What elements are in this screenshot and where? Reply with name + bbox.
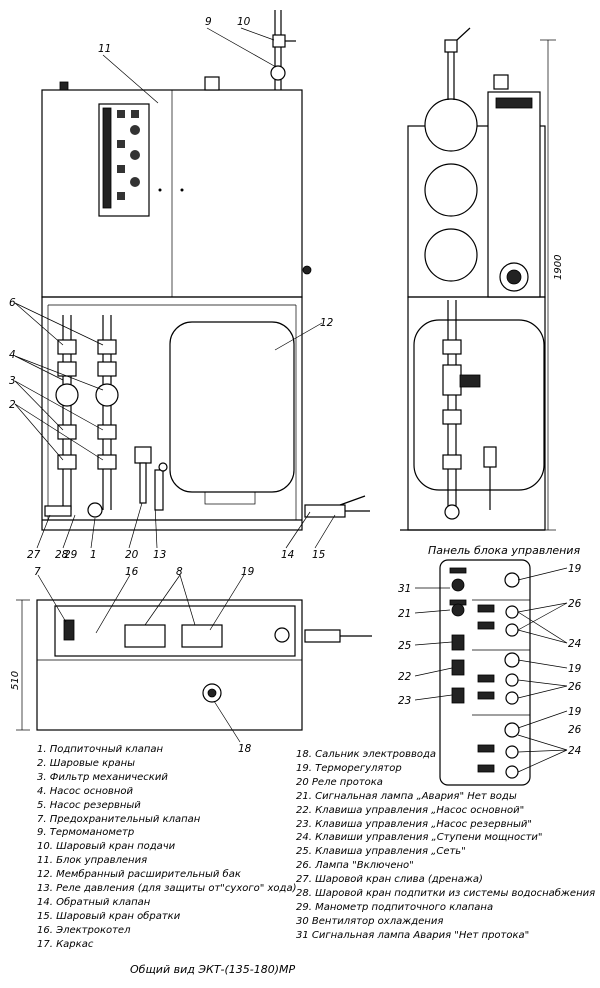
top-view	[16, 599, 372, 731]
callout-12: 12	[320, 317, 334, 329]
side-view	[400, 27, 556, 531]
legend-item: 9. Термоманометр	[37, 827, 135, 839]
control-block-panel	[439, 559, 531, 786]
panel-title: Панель блока управления	[428, 544, 581, 557]
legend-item: 13. Реле давления (для защиты от"сухого"…	[37, 883, 297, 895]
callout-26-b: 26	[568, 681, 582, 693]
legend-item: 26. Лампа "Включено"	[296, 860, 414, 872]
callout-6: 6	[9, 297, 16, 309]
callout-2: 2	[9, 399, 16, 411]
legend-item: 18. Сальник электроввода	[296, 749, 437, 760]
legend-item: 12. Мембранный расширительный бак	[37, 869, 241, 881]
legend-item: 3. Фильтр механический	[37, 771, 168, 783]
legend-item: 14. Обратный клапан	[37, 896, 151, 908]
callout-16: 16	[125, 566, 139, 578]
callout-19-top: 19	[241, 566, 255, 578]
legend-item: 27. Шаровой кран слива (дренажа)	[296, 874, 483, 886]
legend-item: 21. Сигнальная лампа „Авария" Нет воды	[296, 790, 517, 802]
legend-left: 1. Подпиточный клапан 2. Шаровые краны 3…	[37, 743, 297, 952]
callout-21: 21	[398, 608, 411, 620]
leader-lines	[14, 27, 568, 773]
legend-item: 28. Шаровой кран подпитки из системы вод…	[296, 888, 596, 900]
legend-item: 23. Клавиша управления „Насос резервный"	[296, 818, 533, 830]
callout-14: 14	[281, 549, 294, 561]
legend-item: 16. Электрокотел	[37, 924, 131, 936]
frame	[41, 296, 303, 531]
legend-item: 1. Подпиточный клапан	[37, 744, 164, 755]
callout-24-a: 24	[568, 638, 581, 650]
drawing-caption: Общий вид ЭКТ-(135-180)МР	[130, 963, 296, 976]
height-dimension: 1900	[553, 254, 564, 280]
callout-7: 7	[34, 566, 41, 578]
legend-item: 29. Манометр подпиточного клапана	[296, 901, 494, 913]
callout-31: 31	[398, 583, 411, 595]
legend-item: 4. Насос основной	[37, 785, 133, 797]
callout-18: 18	[238, 743, 252, 755]
legend-item: 25. Клавиша управления „Сеть"	[296, 846, 466, 858]
callout-numbers: 11 9 10 6 4 3 2 12 27 28 29 1 20 13 14 1…	[9, 16, 582, 757]
callout-9: 9	[205, 16, 212, 28]
legend-item: 19. Терморегулятор	[296, 762, 402, 774]
callout-27: 27	[27, 549, 41, 561]
callout-4: 4	[9, 349, 16, 361]
callout-29: 29	[64, 549, 78, 561]
legend-item: 10. Шаровый кран подачи	[37, 841, 176, 853]
legend-right: 18. Сальник электроввода 19. Терморегуля…	[296, 748, 596, 943]
callout-22: 22	[398, 671, 412, 683]
legend-item: 30 Вентилятор охлаждения	[296, 915, 444, 927]
width-dimension: 510	[10, 670, 21, 690]
callout-23: 23	[398, 695, 411, 707]
callout-20: 20	[125, 549, 139, 561]
callout-13: 13	[153, 549, 166, 561]
legend-item: 24. Клавиши управления „Ступени мощности…	[296, 832, 543, 844]
callout-15: 15	[312, 549, 326, 561]
callout-28: 28	[55, 549, 69, 561]
legend-item: 5. Насос резервный	[37, 799, 141, 811]
callout-24-b: 24	[568, 745, 581, 757]
legend-item: 20 Реле протока	[296, 776, 383, 788]
front-view	[41, 10, 370, 531]
callout-8: 8	[176, 566, 183, 578]
legend-item: 11. Блок управления	[37, 855, 148, 867]
callout-10: 10	[237, 16, 251, 28]
callout-26-a: 26	[568, 598, 582, 610]
callout-1: 1	[90, 549, 97, 561]
expansion-tank	[169, 321, 295, 493]
callout-19-c: 19	[568, 706, 582, 718]
pump-lines	[55, 315, 119, 510]
callout-11: 11	[98, 43, 111, 55]
callout-19-b: 19	[568, 663, 582, 675]
legend-item: 7. Предохранительный клапан	[37, 813, 201, 825]
callout-19-a: 19	[568, 563, 582, 575]
callout-26-c: 26	[568, 724, 582, 736]
callout-25: 25	[398, 640, 412, 652]
legend-item: 15. Шаровый кран обратки	[37, 910, 181, 922]
legend-item: 17. Каркас	[37, 938, 94, 950]
legend-item: 22. Клавиша управления „Насос основной"	[296, 804, 525, 816]
legend-item: 2. Шаровые краны	[37, 757, 136, 769]
callout-3: 3	[9, 375, 16, 387]
legend-item: 31 Сигнальная лампа Авария "Нет протока"	[296, 929, 530, 941]
